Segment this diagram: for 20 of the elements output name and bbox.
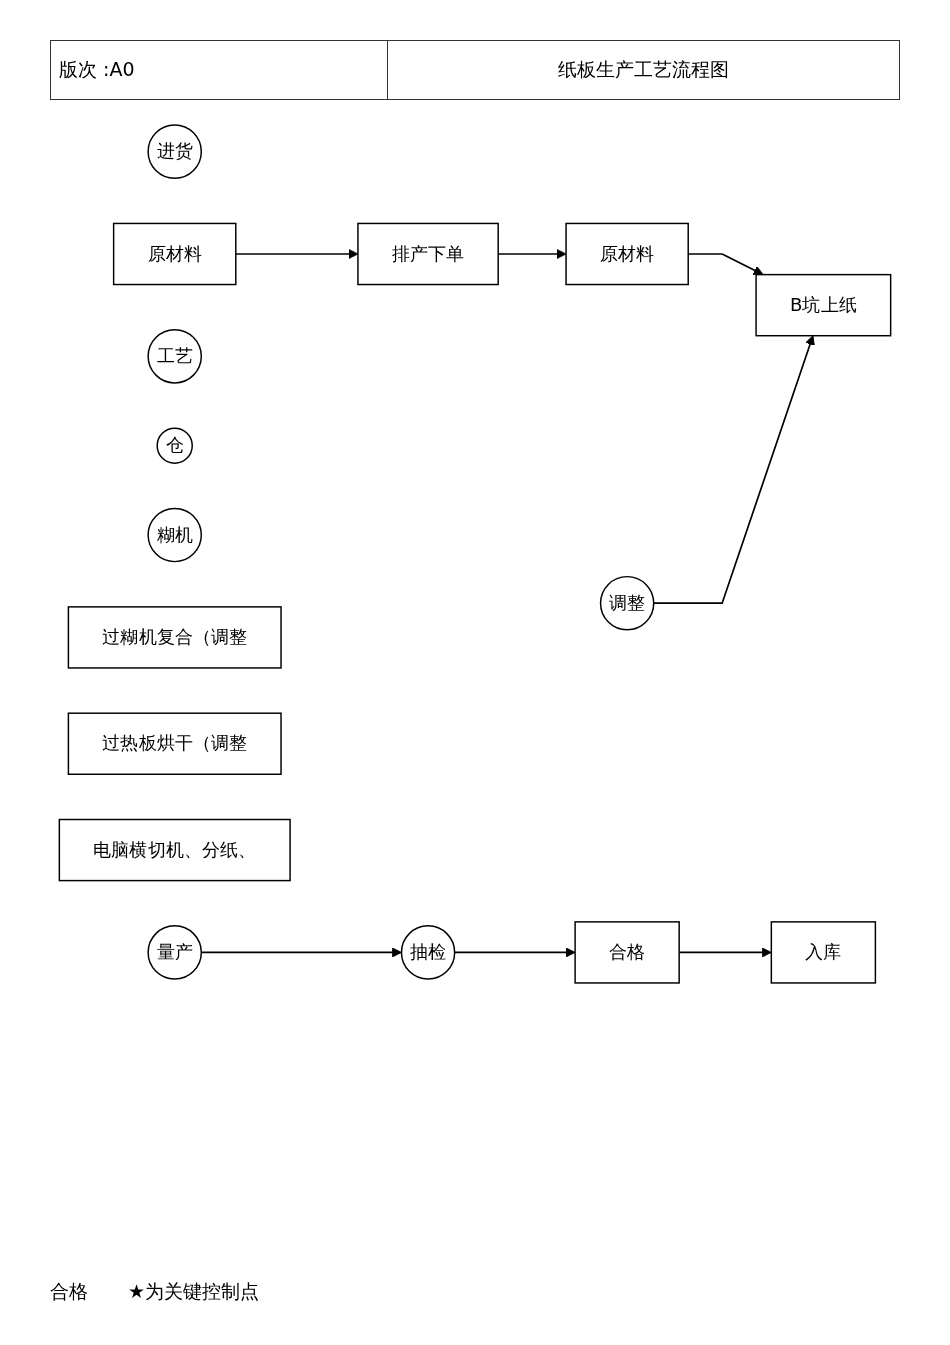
node-circle: 工艺 <box>147 329 203 384</box>
diagram-title: 纸板生产工艺流程图 <box>557 57 730 82</box>
side-note-text: 合格 <box>50 1279 88 1304</box>
node-circle: 仓 <box>156 427 193 464</box>
node-box: 合格 <box>574 921 680 984</box>
node-box: 过糊机复合（调整 <box>67 606 282 669</box>
revision-text: 版次 :A0 <box>59 57 136 82</box>
node-circle: 调整 <box>599 575 655 631</box>
node-circle: 量产 <box>147 925 203 980</box>
node-circle: 糊机 <box>147 507 203 563</box>
node-box: B坑上纸 <box>755 273 892 337</box>
node-box: 电脑横切机、分纸、 <box>58 818 291 882</box>
node-circle: 抽检 <box>400 925 456 980</box>
node-box: 原材料 <box>112 222 237 286</box>
node-box: 原材料 <box>565 222 689 286</box>
node-circle: 进货 <box>147 124 203 179</box>
key-point-note: ★为关键控制点 <box>128 1279 260 1304</box>
node-box: 入库 <box>770 921 877 984</box>
node-box: 过热板烘干（调整 <box>67 712 282 775</box>
node-box: 排产下单 <box>357 222 499 286</box>
